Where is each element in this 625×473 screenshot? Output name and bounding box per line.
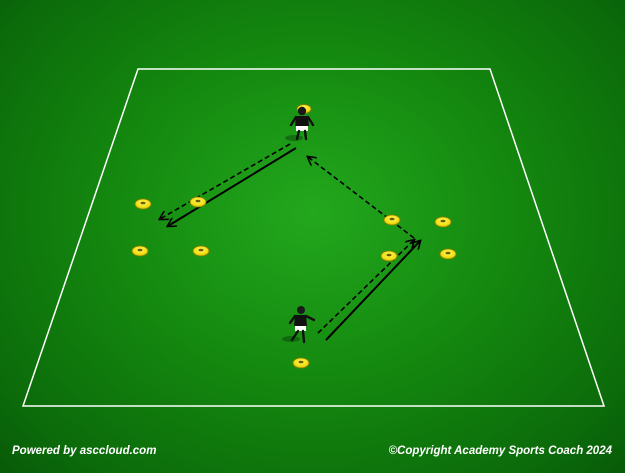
cone-icon <box>134 198 152 210</box>
cone-icon <box>439 248 457 260</box>
run-arrow <box>168 147 297 226</box>
run-arrow <box>325 241 420 341</box>
copyright-text: ©Copyright Academy Sports Coach 2024 <box>388 445 612 457</box>
pass-arrow <box>317 240 414 334</box>
cone-icon <box>383 214 401 226</box>
cone-icon <box>434 216 452 228</box>
pitch-boundary <box>21 68 606 407</box>
cone-icon <box>192 245 210 257</box>
cone-icon <box>292 357 310 369</box>
player-icon <box>282 306 316 344</box>
cone-icon <box>380 250 398 262</box>
powered-by-text: Powered by asccloud.com <box>12 445 157 457</box>
pass-arrow <box>308 157 415 239</box>
pass-arrow <box>160 143 291 219</box>
cone-icon <box>189 196 207 208</box>
player-icon <box>285 106 315 141</box>
cone-icon <box>131 245 149 257</box>
